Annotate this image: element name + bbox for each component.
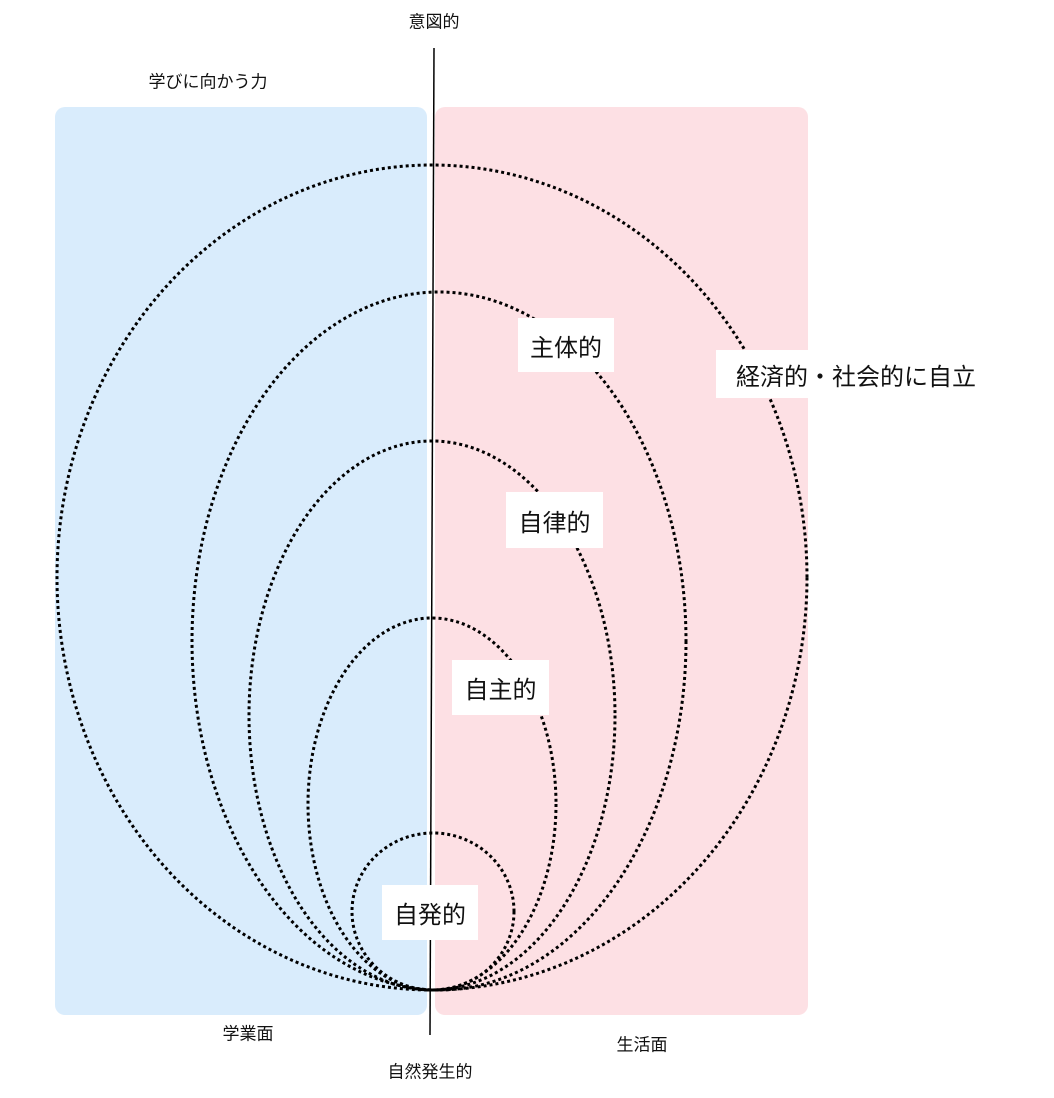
- stage-label-self-directed: 自主的: [452, 660, 549, 715]
- stage-label-autonomous: 自律的: [506, 492, 603, 548]
- stage-label-spontaneous: 自発的: [382, 885, 478, 940]
- vertical-axis: [429, 47, 435, 1036]
- academic-region: [55, 107, 427, 1015]
- region-title: 学びに向かう力: [148, 72, 268, 93]
- life-region: [435, 107, 808, 1015]
- ellipse-self-directed: [306, 616, 558, 992]
- stage-label-proactive: 主体的: [518, 318, 614, 372]
- ellipse-proactive: [190, 290, 688, 992]
- axis-top-label: 意図的: [408, 12, 460, 33]
- academic-label: 学業面: [222, 1024, 274, 1045]
- life-label: 生活面: [616, 1035, 668, 1056]
- stage-label-independent: 経済的・社会的に自立: [716, 350, 1026, 398]
- ellipse-spontaneous: [350, 831, 516, 992]
- axis-bottom-label: 自然発生的: [387, 1062, 473, 1083]
